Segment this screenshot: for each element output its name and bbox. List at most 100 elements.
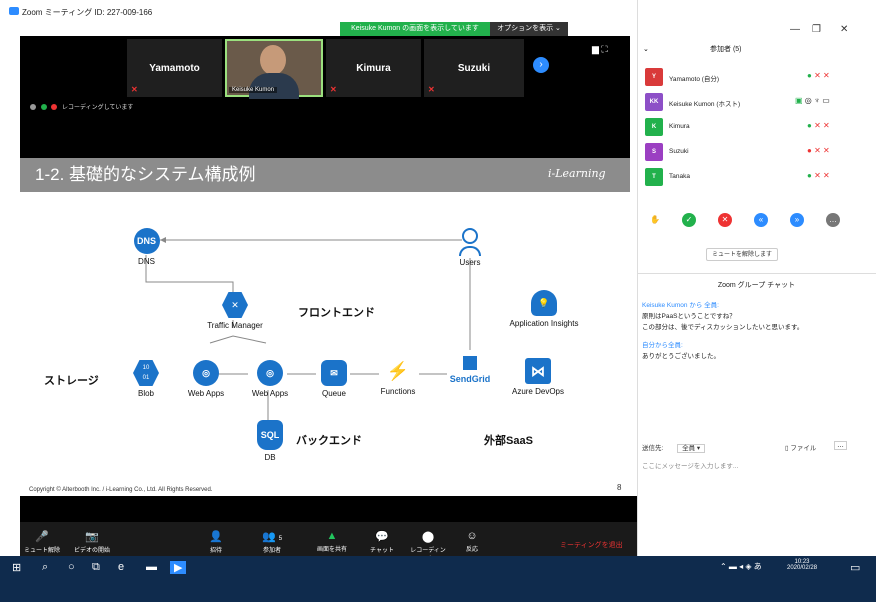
mic-muted-icon: ✕ [330, 85, 337, 94]
sendgrid-icon [463, 356, 477, 370]
avatar: S [645, 143, 663, 161]
label-storage: ストレージ [44, 375, 99, 387]
status-icons: ● ✕ ✕ [807, 146, 830, 155]
node-azure-devops: ⋈ Azure DevOps [500, 358, 576, 396]
slide-page-number: 8 [617, 483, 622, 492]
more-options-icon[interactable]: … [834, 441, 847, 450]
restore-icon[interactable]: ❐ [812, 24, 821, 35]
smiley-icon: ☺ [466, 530, 478, 542]
recording-indicator: レコーディングしています [30, 102, 133, 111]
chat-sender: Keisuke Kumon から 全員: [642, 302, 719, 309]
minimize-icon[interactable]: — [790, 24, 800, 35]
close-icon[interactable]: ✕ [840, 24, 849, 35]
windows-start-icon[interactable]: ⊞ [12, 562, 22, 574]
queue-icon: ✉ [321, 360, 347, 386]
search-icon[interactable]: ⌕ [42, 561, 49, 573]
slide-title: 1-2. 基礎的なシステム構成例 [20, 158, 630, 192]
video-tile-yamamoto[interactable]: Yamamoto ✕ [127, 39, 222, 97]
node-traffic-manager: ✕ Traffic Manager [200, 292, 270, 330]
blob-icon: 10 01 [133, 360, 159, 386]
folder-icon[interactable]: ▬ [146, 561, 157, 573]
mic-muted-icon: ✕ [428, 85, 435, 94]
record-icon [51, 104, 58, 111]
next-page-arrow-icon[interactable]: › [533, 57, 549, 73]
zoom-logo-icon [9, 7, 19, 15]
node-queue: ✉ Queue [312, 360, 356, 398]
node-functions: ⚡ Functions [373, 358, 423, 396]
node-users: Users [450, 228, 490, 267]
no-icon[interactable]: ✕ [718, 213, 732, 227]
start-video-button[interactable]: 📷ビデオの開始 [73, 531, 110, 554]
yes-icon[interactable]: ✓ [682, 213, 696, 227]
unmute-button[interactable]: 🎤ミュート解除 [23, 531, 60, 554]
video-area: Yamamoto ✕ Keisuke Kumon Kimura ✕ Suzuki… [20, 36, 630, 158]
notifications-icon[interactable]: ▭ [850, 562, 861, 574]
webapp-icon: ◎ [257, 360, 283, 386]
record-icon: ⬤ [421, 531, 435, 543]
globe-icon: DNS [133, 228, 160, 254]
title-bar: Zoom ミーティング ID: 227-009-166 [0, 0, 637, 22]
faster-icon[interactable]: » [790, 213, 804, 227]
label-frontend: フロントエンド [298, 307, 375, 319]
share-screen-button[interactable]: ▲画面を共有 [312, 530, 352, 553]
node-sendgrid: SendGrid [442, 356, 498, 384]
send-to-select[interactable]: 全員 ▾ [677, 444, 706, 453]
tile-name: Kimura [356, 62, 391, 74]
tile-name: Yamamoto [149, 62, 200, 74]
system-tray-icons[interactable]: ⌃ ▬ ◂ ◈ あ [720, 562, 762, 571]
chat-title: Zoom グループ チャット [637, 273, 876, 290]
layout-icon[interactable]: ▆ ⛶ [592, 44, 608, 54]
status-icons: ● ✕ ✕ [807, 71, 830, 80]
more-icon[interactable]: … [826, 213, 840, 227]
label-external-saas: 外部SaaS [484, 435, 533, 447]
file-icon: ▯ [785, 445, 789, 452]
video-tile-suzuki[interactable]: Suzuki ✕ [424, 39, 524, 97]
viewing-banner: Keisuke Kumon の画面を表示しています [340, 22, 490, 36]
participants-icon: 👥 5 [261, 531, 283, 543]
chat-button[interactable]: 💬チャット [362, 530, 402, 554]
raise-hand-icon[interactable]: ✋ [650, 215, 660, 224]
clock[interactable]: 10:23 2020/02/28 [787, 559, 818, 571]
info-icon [30, 104, 36, 111]
zoom-taskbar-icon[interactable]: ▶ [170, 561, 187, 574]
share-screen-icon: ▲ [326, 530, 338, 542]
participant-row[interactable]: T Tanaka ● ✕ ✕ [645, 168, 855, 186]
lock-icon [40, 104, 47, 111]
slower-icon[interactable]: « [754, 213, 768, 227]
file-button[interactable]: ▯ ファイル [785, 445, 817, 452]
label-backend: バックエンド [296, 435, 362, 447]
view-options-button[interactable]: オプションを表示 ⌄ [490, 22, 568, 36]
recording-text: レコーディングしています [62, 105, 134, 111]
windows-taskbar [0, 556, 876, 602]
chat-message-input[interactable]: ここにメッセージを入力します... [642, 463, 739, 470]
leave-meeting-button[interactable]: ミーティングを退出 [560, 542, 623, 549]
reactions-button[interactable]: ☺反応 [452, 530, 492, 553]
invite-button[interactable]: 👤招待 [196, 530, 236, 554]
participant-row[interactable]: K Kimura ● ✕ ✕ [645, 118, 855, 136]
tile-name: Suzuki [457, 62, 491, 74]
task-view-icon[interactable]: ⧉ [92, 561, 100, 573]
participant-row[interactable]: KK Keisuke Kumon (ホスト) ▣ ◎ ♆ ▭ [645, 93, 855, 111]
participant-row[interactable]: S Suzuki ● ✕ ✕ [645, 143, 855, 161]
node-dns: DNS DNS [124, 228, 169, 266]
user-icon [462, 228, 478, 244]
camera-person [260, 45, 286, 75]
add-user-icon: 👤 [209, 531, 223, 543]
collapse-participants-icon[interactable]: ⌄ [643, 46, 649, 53]
participant-row[interactable]: Y Yamamoto (自分) ● ✕ ✕ [645, 68, 855, 86]
chat-message: 原則はPaaSということですね？ [642, 313, 736, 320]
edge-icon[interactable]: e [118, 561, 125, 573]
unmute-all-button[interactable]: ミュートを解除します [706, 248, 778, 261]
status-icons: ● ✕ ✕ [807, 121, 830, 130]
chat-message: ありがとうございました。 [642, 353, 720, 360]
mic-muted-icon: ✕ [131, 85, 138, 94]
devops-icon: ⋈ [525, 358, 551, 384]
send-to-row: 送信先: 全員 ▾ [642, 442, 706, 453]
video-tile-kimura[interactable]: Kimura ✕ [326, 39, 421, 97]
avatar: T [645, 168, 663, 186]
cortana-icon[interactable]: ○ [68, 561, 75, 573]
sql-database-icon: SQL [257, 420, 283, 450]
video-tile-kumon[interactable]: Keisuke Kumon [225, 39, 323, 99]
